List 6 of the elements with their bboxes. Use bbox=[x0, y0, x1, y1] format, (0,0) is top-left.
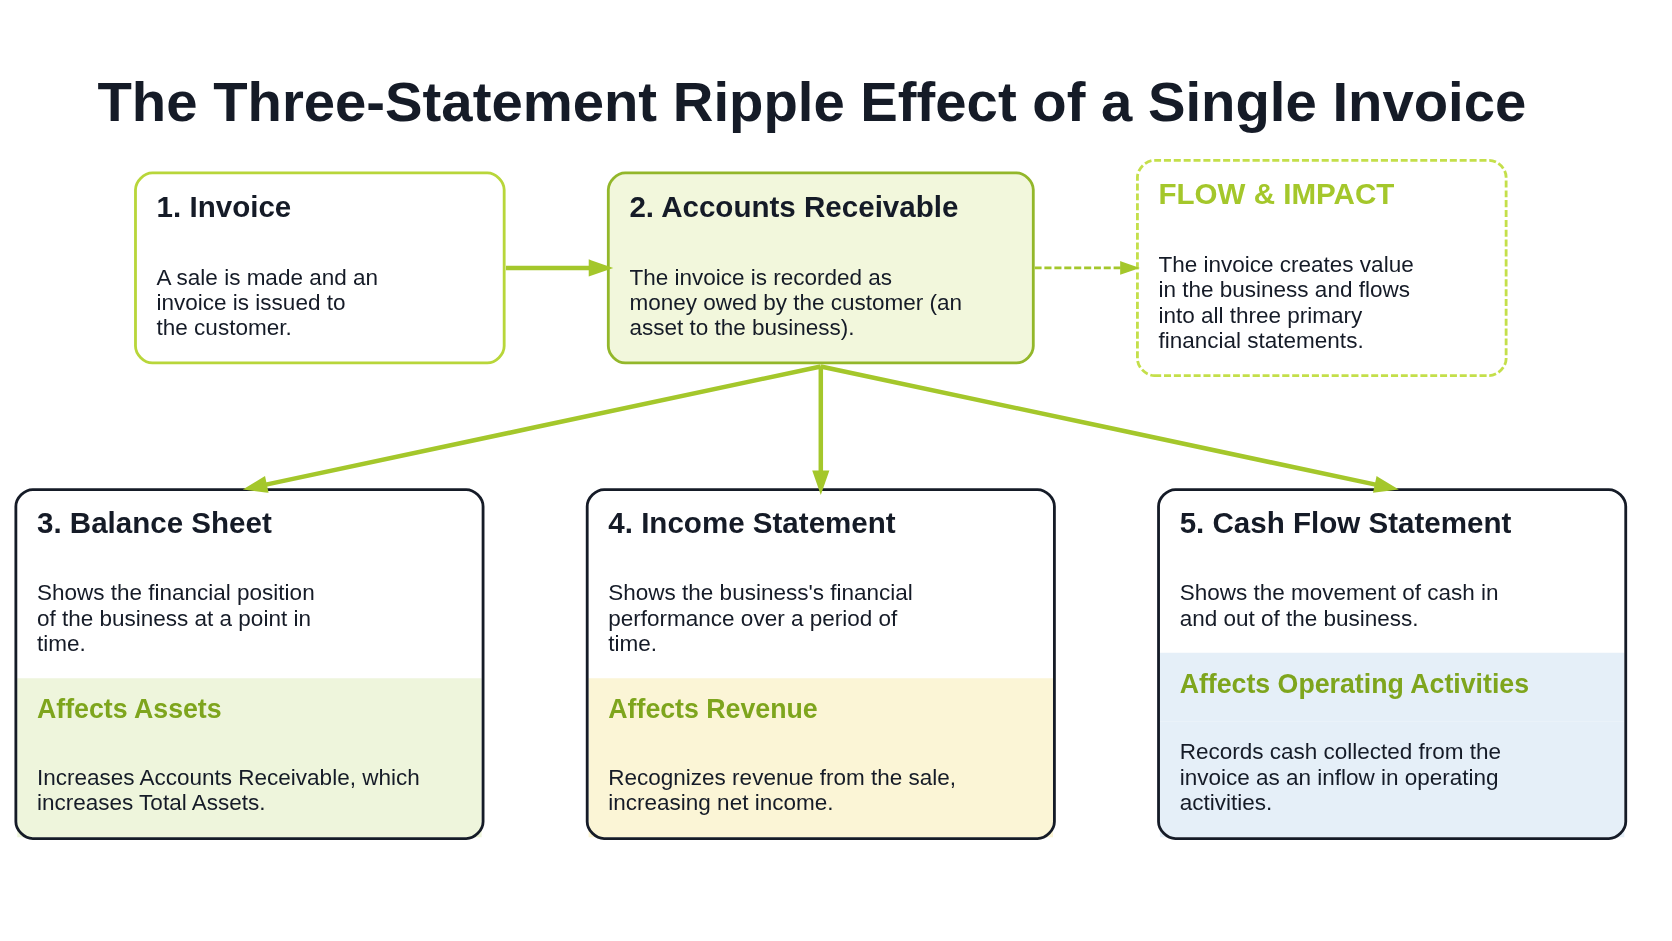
arrow bbox=[812, 365, 830, 495]
diagram-title: The Three-Statement Ripple Effect of a Single Invoice bbox=[97, 69, 1527, 133]
arrow bbox=[1034, 260, 1140, 275]
arrow bbox=[506, 258, 614, 276]
arrow bbox=[242, 363, 822, 493]
arrow bbox=[820, 363, 1399, 493]
